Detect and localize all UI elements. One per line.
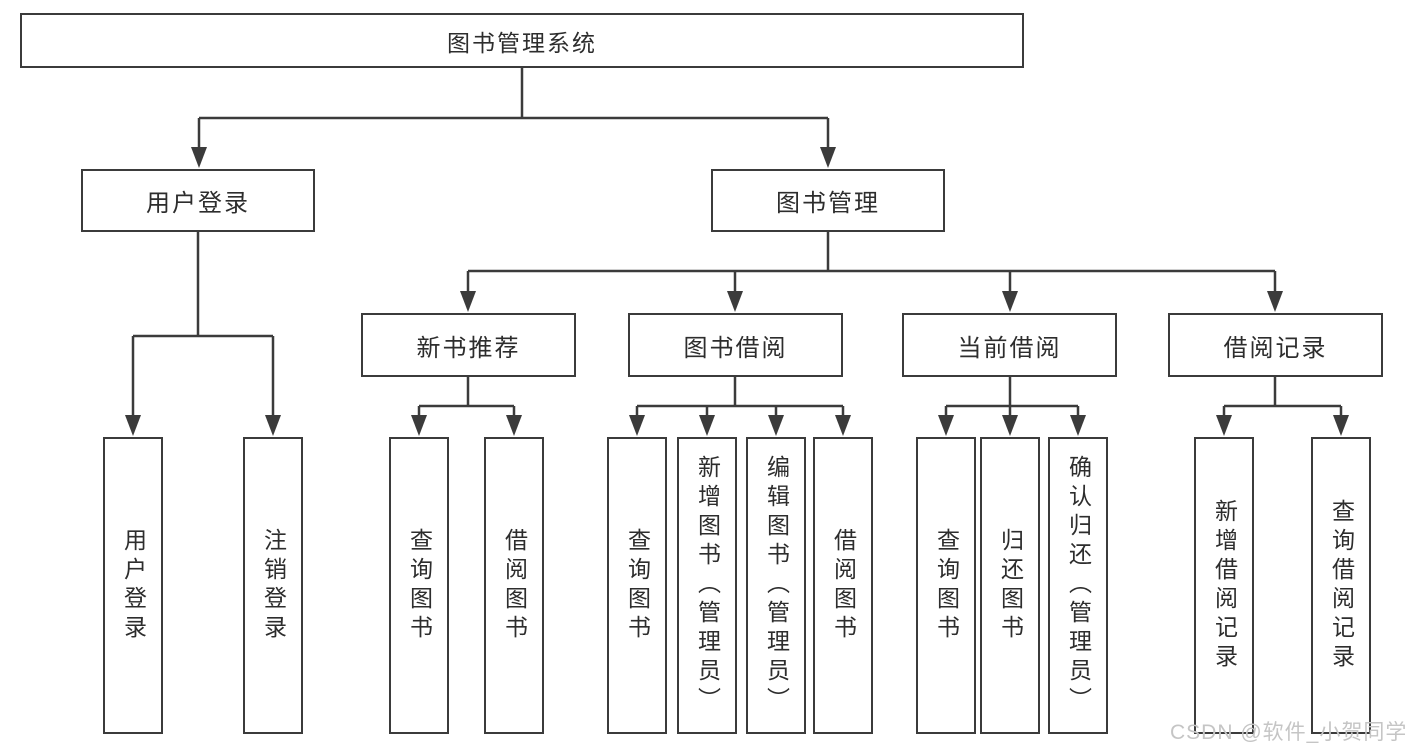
connector-book-management [466, 232, 1277, 296]
node-user-login: 用户登录 [81, 169, 315, 232]
connector-records [1222, 377, 1343, 420]
node-leaf-edit-book-admin-label: 编辑图书（管理员） [763, 455, 790, 716]
csdn-watermark: CSDN @软件_小贺同学 [1170, 721, 1405, 744]
connector-root [197, 68, 830, 152]
node-leaf-borrow-book-2: 借阅图书 [813, 437, 873, 734]
node-leaf-add-borrow-record: 新增借阅记录 [1194, 437, 1254, 734]
node-leaf-edit-book-admin: 编辑图书（管理员） [746, 437, 806, 734]
arrowheads [125, 147, 1349, 436]
node-book-management: 图书管理 [711, 169, 945, 232]
node-leaf-add-borrow-record-label: 新增借阅记录 [1211, 498, 1238, 673]
connector-current [944, 377, 1080, 420]
node-leaf-query-book-2: 查询图书 [607, 437, 667, 734]
node-leaf-query-book-1: 查询图书 [389, 437, 449, 734]
node-book-management-label: 图书管理 [776, 190, 880, 217]
connector-new-book [417, 377, 516, 420]
node-book-borrowing-label: 图书借阅 [683, 334, 788, 362]
node-current-borrowing: 当前借阅 [902, 313, 1117, 377]
node-leaf-add-book-admin-label: 新增图书（管理员） [694, 455, 721, 716]
node-leaf-query-borrow-record: 查询借阅记录 [1311, 437, 1371, 734]
node-leaf-query-book-2-label: 查询图书 [624, 527, 651, 644]
node-book-borrowing: 图书借阅 [628, 313, 843, 377]
node-leaf-user-login-label: 用户登录 [120, 527, 147, 644]
node-leaf-query-book-3: 查询图书 [916, 437, 976, 734]
node-leaf-confirm-return-admin-label: 确认归还（管理员） [1065, 455, 1092, 716]
node-leaf-query-borrow-record-label: 查询借阅记录 [1328, 498, 1355, 673]
node-leaf-logout: 注销登录 [243, 437, 303, 734]
node-leaf-user-login: 用户登录 [103, 437, 163, 734]
node-leaf-confirm-return-admin: 确认归还（管理员） [1048, 437, 1108, 734]
node-leaf-return-book: 归还图书 [980, 437, 1040, 734]
node-library-system-label: 图书管理系统 [447, 29, 597, 56]
node-user-login-label: 用户登录 [146, 190, 250, 217]
node-current-borrowing-label: 当前借阅 [957, 334, 1062, 362]
node-leaf-logout-label: 注销登录 [260, 527, 287, 644]
node-borrowing-records: 借阅记录 [1168, 313, 1383, 377]
node-leaf-query-book-1-label: 查询图书 [406, 527, 433, 644]
node-new-book-recommend: 新书推荐 [361, 313, 576, 377]
node-leaf-return-book-label: 归还图书 [997, 527, 1024, 644]
node-borrowing-records-label: 借阅记录 [1223, 334, 1328, 362]
node-leaf-borrow-book-1: 借阅图书 [484, 437, 544, 734]
connector-borrowing [635, 377, 845, 420]
node-library-system: 图书管理系统 [20, 13, 1024, 68]
connector-user-login [131, 232, 275, 420]
node-leaf-borrow-book-1-label: 借阅图书 [501, 527, 528, 644]
node-leaf-add-book-admin: 新增图书（管理员） [677, 437, 737, 734]
node-leaf-borrow-book-2-label: 借阅图书 [830, 527, 857, 644]
node-new-book-recommend-label: 新书推荐 [416, 334, 521, 362]
node-leaf-query-book-3-label: 查询图书 [933, 527, 960, 644]
